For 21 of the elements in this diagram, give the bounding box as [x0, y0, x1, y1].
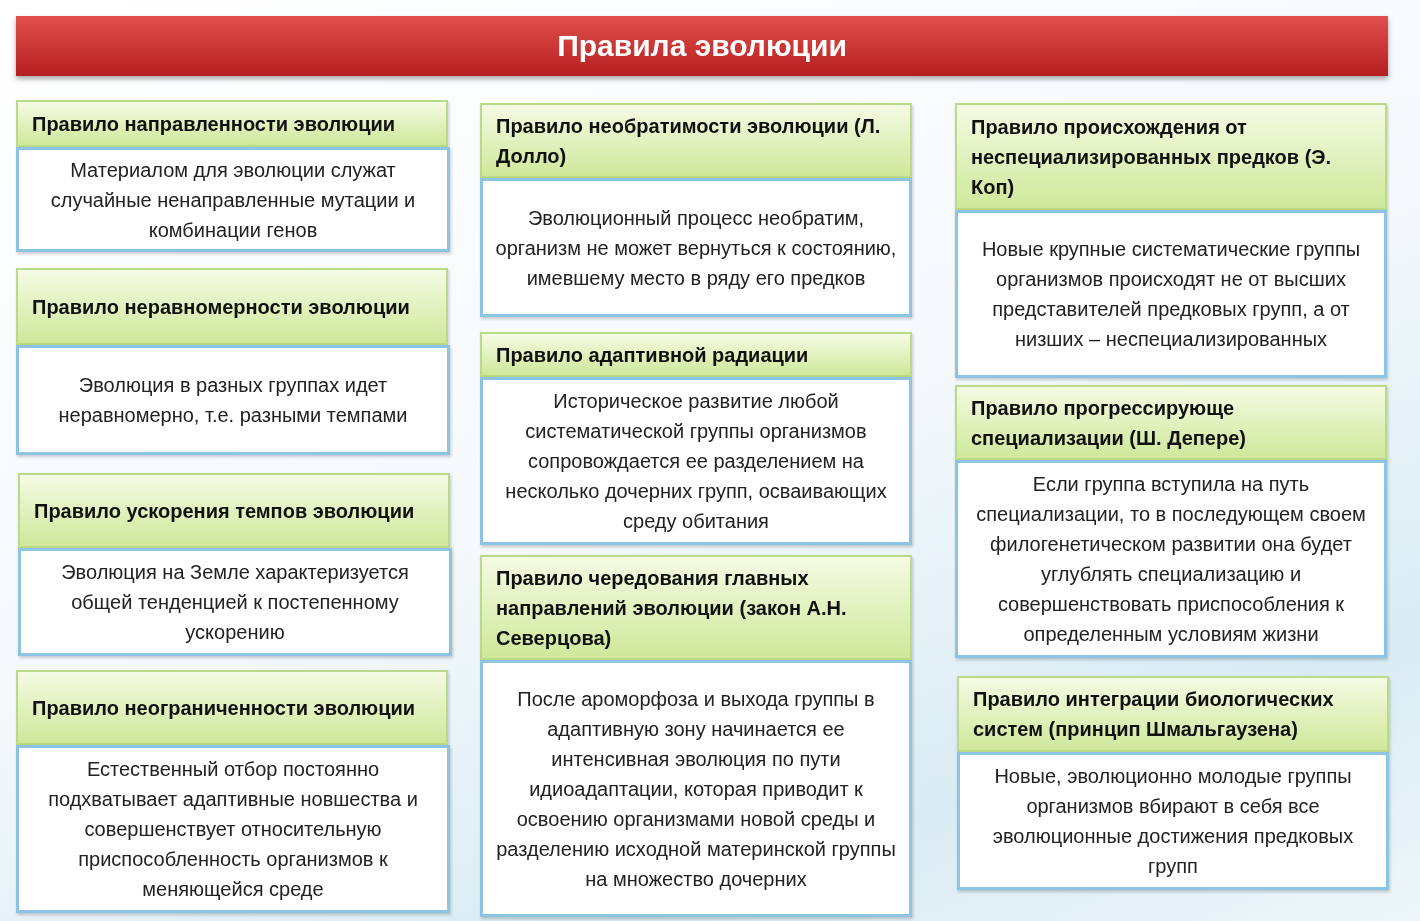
- rule-description-box: Эволюция в разных группах идет неравномерно, т.е. разными темпами: [16, 345, 450, 455]
- rule-title-bar: Правило ускорения темпов эволюции: [18, 473, 450, 548]
- rule-title-bar: Правило интеграции биологических систем (принцип Шмальгаузена): [957, 676, 1389, 752]
- rule-title-bar: Правило неограниченности эволюции: [16, 670, 448, 745]
- rule-description-box: Если группа вступила на путь специализации, то в последующем своем филогенетическом развитии она будет углублять специализацию и совершенствовать приспособления к определенным условиям жизни: [955, 460, 1387, 658]
- rule-description-box: Естественный отбор постоянно подхватывает адаптивные новшества и совершенствует относительную приспособленность организмов к меняющейся среде: [16, 745, 450, 913]
- rule-title-bar: Правило чередования главных направлений эволюции (закон А.Н. Северцова): [480, 555, 912, 660]
- rule-title-bar: Правило необратимости эволюции (Л. Долло): [480, 103, 912, 178]
- rule-description-box: Новые крупные систематические группы организмов происходят не от высших представителей предковых групп, а от низших – неспециализированных: [955, 210, 1387, 378]
- rule-description-box: Эволюционный процесс необратим, организм не может вернуться к состоянию, имевшему место в ряду его предков: [480, 178, 912, 317]
- title-banner: Правила эволюции: [16, 16, 1388, 76]
- rule-description-box: Материалом для эволюции служат случайные ненаправленные мутации и комбинации генов: [16, 147, 450, 252]
- rule-description-box: После ароморфоза и выхода группы в адаптивную зону начинается ее интенсивная эволюция по пути идиоадаптации, которая приводит к освоению организмами новой среды и разделению исходной материнской группы на множество дочерних: [480, 660, 912, 917]
- rule-description-box: Историческое развитие любой систематической группы организмов сопровождается ее разделением на несколько дочерних групп, осваивающих среду обитания: [480, 377, 912, 545]
- rule-title-bar: Правило неравномерности эволюции: [16, 268, 448, 345]
- rule-title-bar: Правило прогрессирующе специализации (Ш. Депере): [955, 385, 1387, 460]
- rule-description-box: Эволюция на Земле характеризуется общей тенденцией к постепенному ускорению: [18, 548, 452, 656]
- rule-title-bar: Правило адаптивной радиации: [480, 332, 912, 377]
- rule-description-box: Новые, эволюционно молодые группы организмов вбирают в себя все эволюционные достижения предковых групп: [957, 752, 1389, 890]
- rule-title-bar: Правило направленности эволюции: [16, 100, 448, 147]
- rule-title-bar: Правило происхождения от неспециализированных предков (Э. Коп): [955, 103, 1387, 210]
